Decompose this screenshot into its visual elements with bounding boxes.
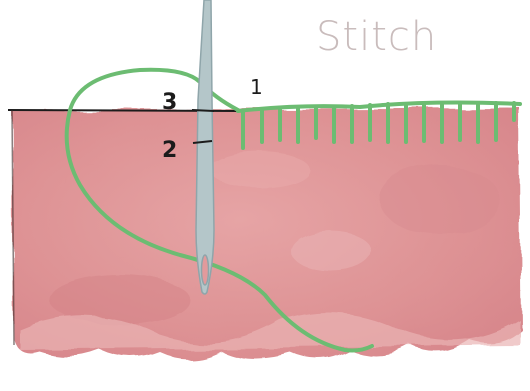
point-label-3: 3 [162,90,177,115]
title: Stitch [316,14,437,60]
point-3-tick [192,110,214,111]
fabric-swatch [12,108,522,359]
needle [196,0,214,294]
point-label-2: 2 [162,138,177,163]
point-label-1: 1 [250,75,263,99]
